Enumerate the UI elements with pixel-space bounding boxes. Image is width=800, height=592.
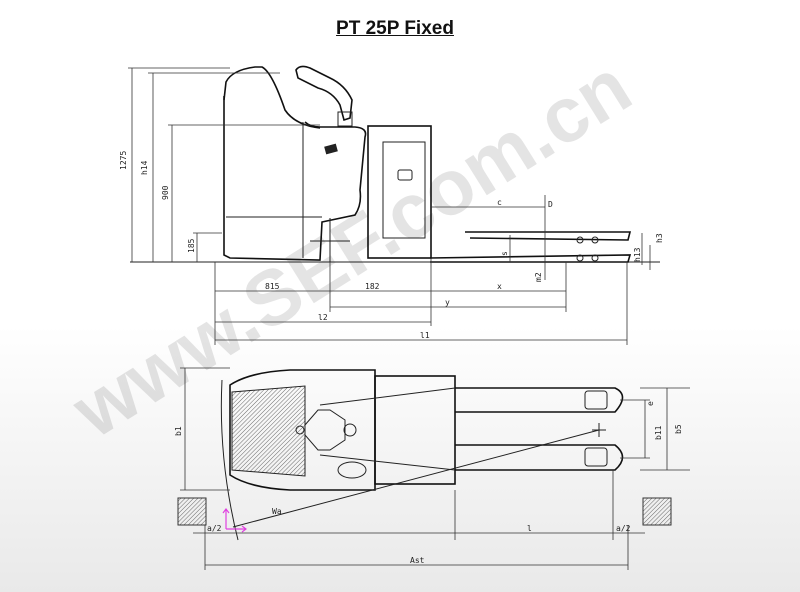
dim-b1: b1	[174, 426, 183, 436]
operator-body	[223, 96, 367, 261]
dim-l: l	[527, 524, 532, 533]
fork-roller	[576, 236, 584, 244]
drawing-title: PT 25P Fixed	[336, 18, 454, 39]
dim-c: c	[497, 198, 502, 207]
load-roller	[584, 390, 608, 410]
dim-h3: h3	[655, 233, 664, 243]
battery-compartment	[367, 125, 432, 259]
tiller-pivot	[295, 425, 305, 435]
fork-roller	[591, 254, 599, 262]
dim-815: 815	[265, 282, 280, 291]
dim-l1: l1	[420, 331, 430, 340]
fork-roller	[591, 236, 599, 244]
top-view: b1 b11 b5 e Wa a/2 a/2 l Ast	[174, 367, 690, 570]
wa-line	[232, 429, 600, 528]
fork-roller	[576, 254, 584, 262]
side-view: 1275 h14 900 185 815 182 c D s h3 h13 m2…	[119, 65, 664, 345]
dim-185: 185	[187, 238, 196, 253]
axis-marker	[222, 508, 247, 533]
dim-wa: Wa	[272, 507, 282, 516]
dim-D: D	[548, 200, 553, 209]
aisle-wall-right	[642, 497, 672, 526]
dim-900: 900	[161, 185, 170, 200]
turning-arc	[220, 379, 239, 541]
dim-h13: h13	[633, 247, 642, 262]
load-roller	[584, 447, 608, 467]
tiller-arm	[223, 66, 321, 129]
battery-indicator	[397, 169, 413, 181]
dim-b11: b11	[654, 425, 663, 440]
control-panel	[337, 461, 367, 479]
dim-a2-left: a/2	[207, 524, 222, 533]
dim-ast: Ast	[410, 556, 425, 565]
dim-1275: 1275	[119, 151, 128, 170]
dim-h14: h14	[140, 160, 149, 175]
dim-a2-right: a/2	[616, 524, 631, 533]
fork-upper	[465, 231, 632, 241]
logo-plate	[324, 143, 338, 155]
dim-s: s	[500, 251, 509, 256]
chassis-top	[374, 375, 456, 485]
tiller-top	[304, 409, 346, 451]
aisle-wall-left	[177, 497, 207, 526]
battery-door	[382, 141, 426, 239]
dim-y: y	[445, 298, 450, 307]
tiller-head	[337, 111, 353, 127]
dim-182: 182	[365, 282, 380, 291]
dim-l2: l2	[318, 313, 328, 322]
fork-lower	[429, 254, 632, 263]
dim-x: x	[497, 282, 502, 291]
dim-b5: b5	[674, 424, 683, 434]
dim-e: e	[646, 401, 655, 406]
tiller-handle	[295, 65, 353, 122]
operator-platform	[231, 385, 306, 477]
operator-body-top	[229, 369, 376, 491]
dim-m2: m2	[534, 272, 543, 282]
tiller-grip	[343, 423, 357, 437]
fork-right-top	[455, 444, 624, 471]
fork-left-top	[455, 387, 624, 413]
